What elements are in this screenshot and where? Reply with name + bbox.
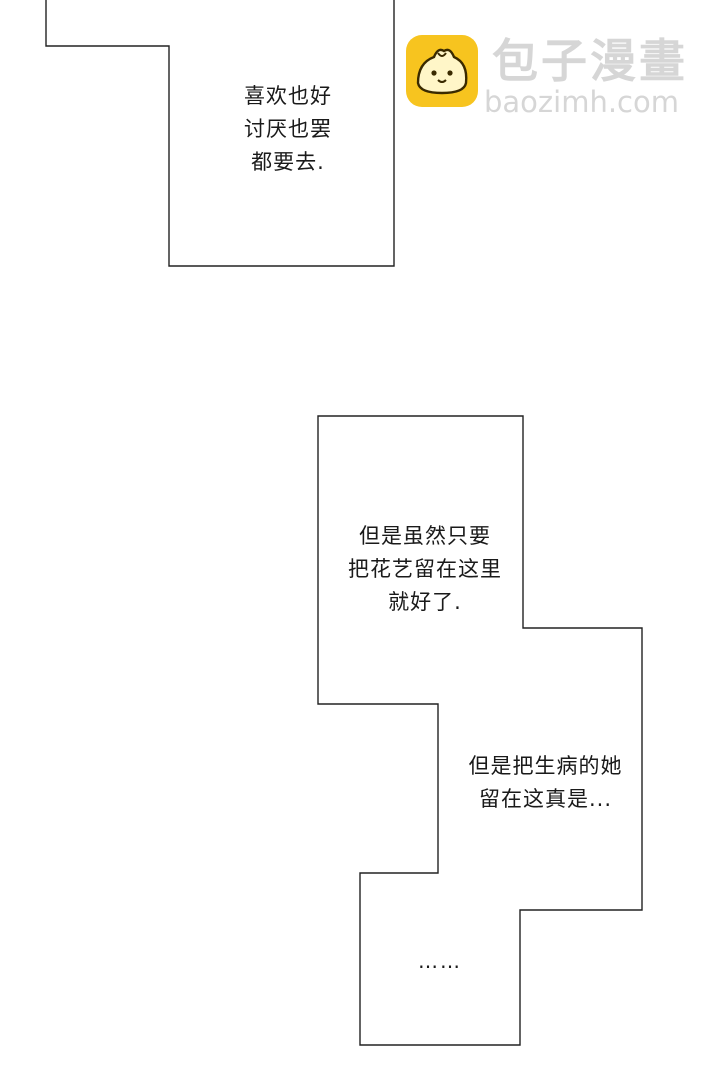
caption-bottom-panel: …… [400, 945, 480, 978]
caption-right-panel: 但是把生病的她 留在这真是... [448, 750, 643, 816]
caption-line: 讨厌也罢 [244, 117, 332, 141]
watermark-title: 包子漫畫 [492, 34, 688, 88]
caption-line: …… [418, 949, 462, 973]
caption-line: 就好了. [388, 590, 462, 614]
bun-mascot-icon [406, 35, 478, 107]
site-watermark: 包子漫畫 baozimh.com [404, 33, 704, 119]
caption-line: 但是把生病的她 [468, 754, 623, 778]
caption-line: 都要去. [251, 150, 325, 174]
watermark-url: baozimh.com [484, 85, 679, 119]
caption-line: 喜欢也好 [244, 84, 332, 108]
caption-top-panel: 喜欢也好 讨厌也罢 都要去. [218, 80, 358, 179]
caption-line: 把花艺留在这里 [348, 557, 502, 581]
caption-middle-panel: 但是虽然只要 把花艺留在这里 就好了. [330, 520, 520, 619]
panel-outline-bottom [317, 415, 643, 1046]
caption-line: 但是虽然只要 [359, 524, 491, 548]
panel-outline-top [45, 0, 395, 267]
caption-line: 留在这真是... [478, 787, 613, 811]
